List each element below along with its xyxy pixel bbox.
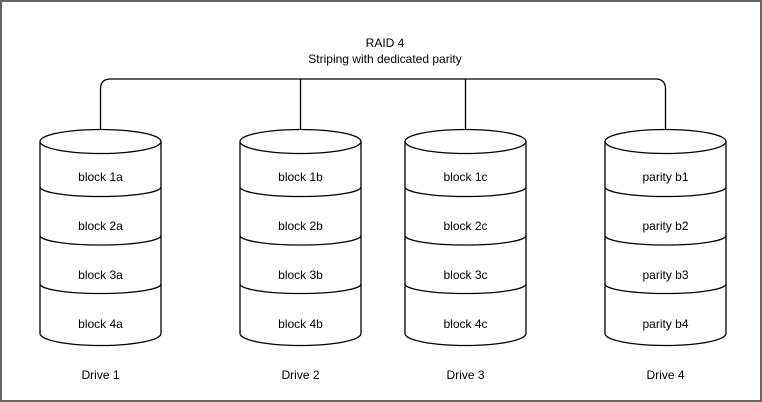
block-label: block 4a [78,317,123,331]
drive-label: Drive 4 [646,368,684,382]
block-label: parity b4 [642,317,688,331]
block-label: block 1b [278,170,323,184]
bus-connector [99,78,667,132]
segment-divider [604,235,727,246]
drive-cylinder-body [404,141,527,347]
segment-divider [239,283,362,295]
segment-divider [404,186,527,198]
block-label: block 2a [78,219,123,233]
drive-label: Drive 1 [81,368,119,382]
drive-cylinder-body [604,141,727,347]
segment-divider [604,186,727,198]
drive-4: parity b1 parity b2 parity b3 parity b4 … [604,128,727,382]
segment-divider [239,235,362,246]
drive-label: Drive 2 [281,368,319,382]
block-label: parity b2 [642,219,688,233]
diagram-subtitle: Striping with dedicated parity [308,52,461,66]
bus-connector-line [99,78,667,132]
block-label: block 3b [278,268,323,282]
segment-divider [604,283,727,295]
segment-divider [239,186,362,198]
block-label: parity b3 [642,268,688,282]
segment-divider [39,235,162,246]
drive-label: Drive 3 [446,368,484,382]
drive-2: block 1b block 2b block 3b block 4b Driv… [239,128,362,382]
drive-cylinder-top [404,128,527,155]
drive-cylinder-body [239,141,362,347]
segment-divider [39,186,162,198]
drive-1: block 1a block 2a block 3a block 4a Driv… [39,128,162,382]
block-label: block 3c [443,268,487,282]
segment-divider [404,235,527,246]
block-label: block 4b [278,317,323,331]
drive-cylinder-body [39,141,162,347]
block-label: block 1a [78,170,123,184]
segment-divider [39,283,162,295]
block-label: block 2b [278,219,323,233]
block-label: block 4c [443,317,487,331]
segment-divider [404,283,527,295]
drive-3: block 1c block 2c block 3c block 4c Driv… [404,128,527,382]
drive-cylinder-top [239,128,362,155]
block-label: parity b1 [642,170,688,184]
block-label: block 3a [78,268,123,282]
drive-cylinder-top [604,128,727,155]
drive-cylinder-top [39,128,162,155]
block-label: block 1c [443,170,487,184]
diagram-title: RAID 4 [366,36,405,50]
block-label: block 2c [443,219,487,233]
